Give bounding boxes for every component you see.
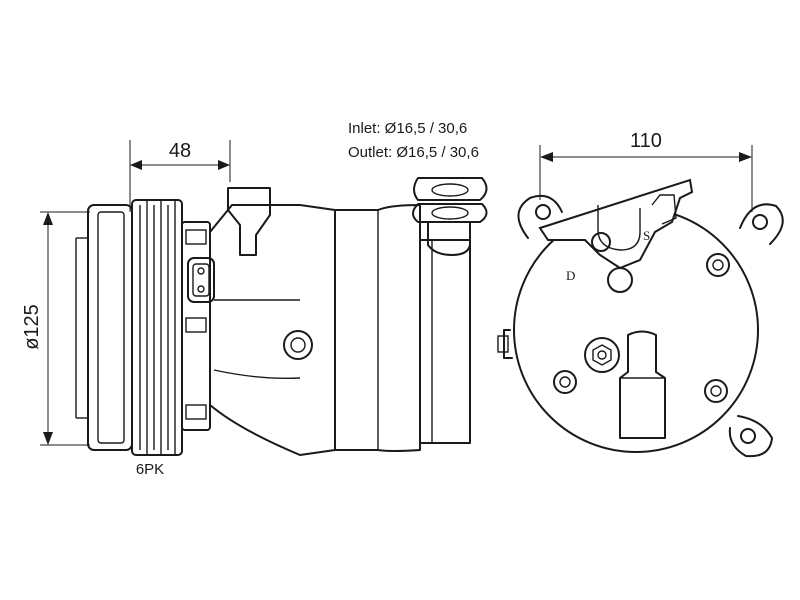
discharge-mark: D [566,268,575,283]
dim-48-label: 48 [169,140,191,162]
compressor-side-view [75,177,488,456]
electrical-connector [187,257,215,303]
clutch-front-plate [87,204,133,451]
outlet-spec: Outlet: Ø16,5 / 30,6 [348,144,479,161]
dim-110-label: 110 [630,130,662,152]
belt-type-label: 6PK [136,461,164,478]
dimension-110: 110 [539,130,753,212]
inlet-spec: Inlet: Ø16,5 / 30,6 [348,120,467,137]
service-ports [412,177,488,256]
pulley-grooves [131,199,183,456]
dimension-48: 48 [129,140,231,212]
dim-125-label: ø125 [21,304,43,350]
compressor-rear-view: D S [497,178,784,458]
control-valve [584,330,666,439]
suction-mark: S [643,228,650,243]
dimension-125: ø125 [21,211,90,446]
